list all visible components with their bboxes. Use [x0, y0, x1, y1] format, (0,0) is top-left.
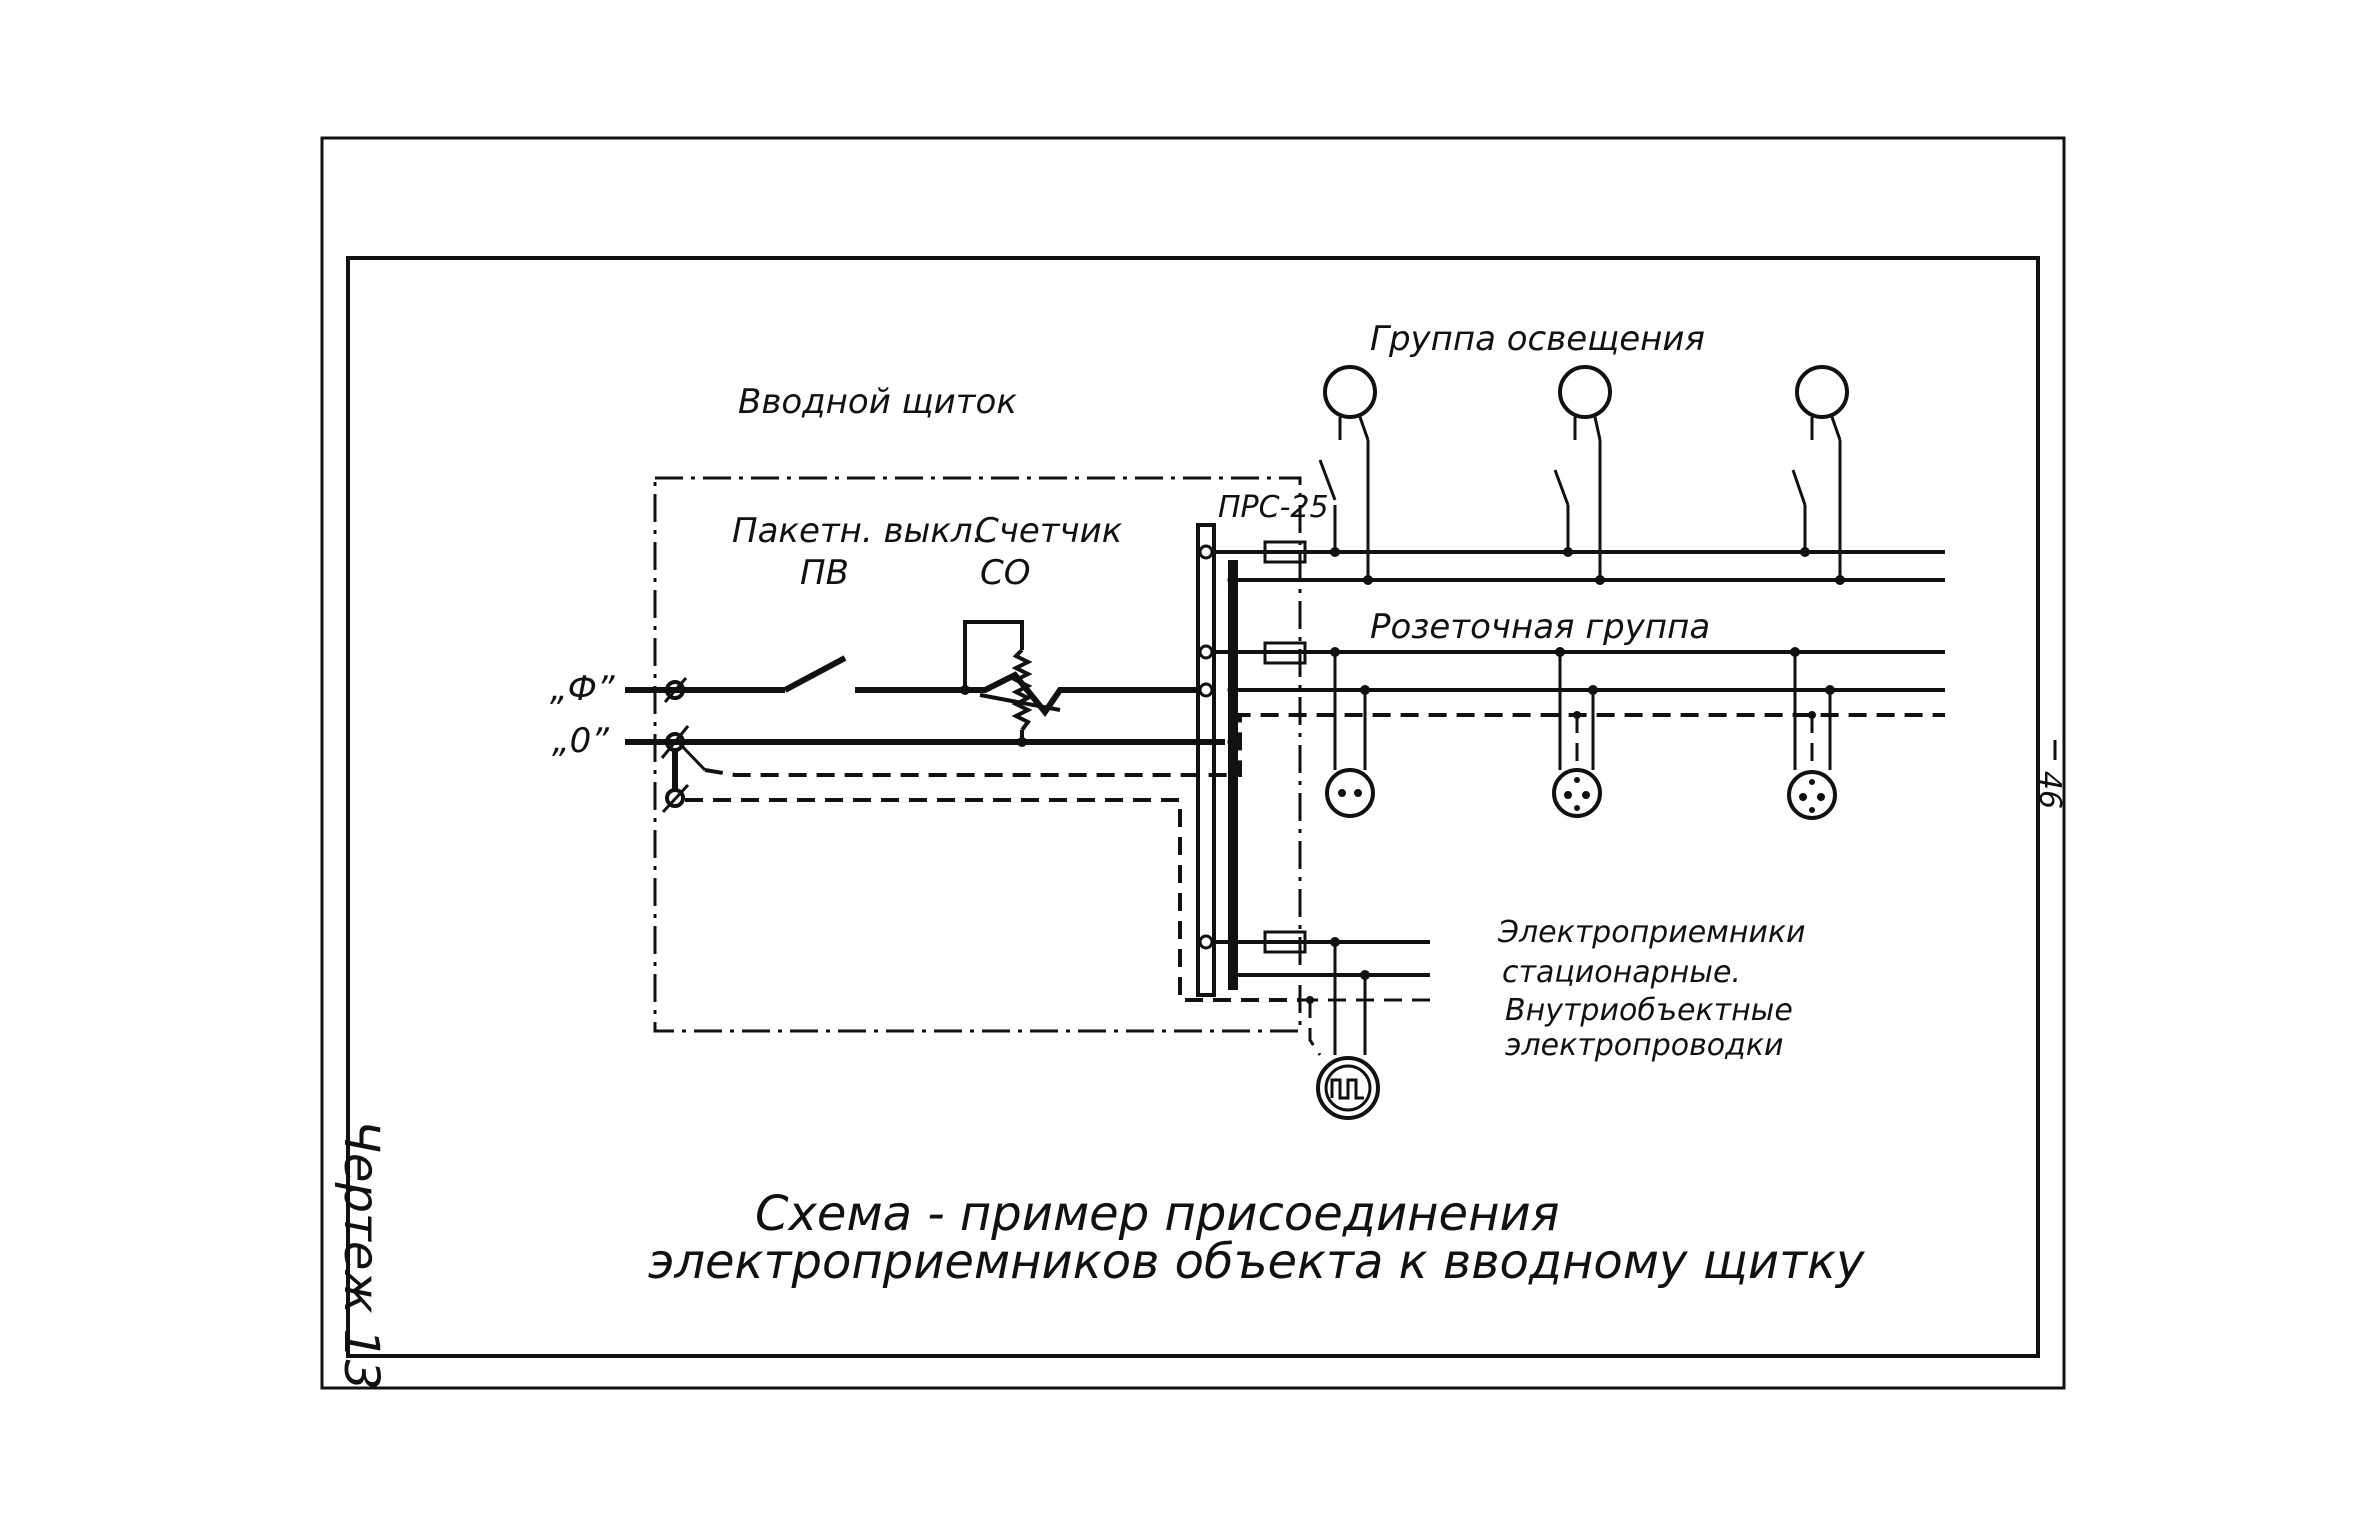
socket-2-pin-c: [1574, 777, 1580, 783]
terminal-strip: [1196, 523, 1216, 997]
motor-node-phase: [1330, 937, 1340, 947]
lamp-1-bulb: [1323, 365, 1377, 419]
socket-2-node-pe: [1573, 711, 1581, 719]
meter-type: СО: [980, 553, 1031, 593]
motor-body: [1316, 1056, 1380, 1120]
socket-3-pin-a: [1799, 793, 1807, 801]
switch-blade: [783, 655, 847, 693]
lamp-2-node-phase: [1563, 547, 1573, 557]
phase-wire-to-bus: [965, 671, 1200, 718]
socket-1-pin-b: [1354, 789, 1362, 797]
panel-title: Вводной щиток: [738, 382, 1017, 422]
pe-dashed-lower: [685, 798, 1300, 1002]
lamp-1-node-phase: [1330, 547, 1340, 557]
lamp-2-wire-b: [1593, 416, 1602, 441]
lamp-3-node-zero: [1835, 575, 1845, 585]
stationary-line-2: стационарные.: [1502, 955, 1741, 990]
meter-label: Счетчик: [975, 511, 1123, 551]
socket-1-node-phase: [1330, 647, 1340, 657]
switch-label: Пакетн. выкл.: [732, 511, 983, 551]
bus-bar: [1228, 560, 1238, 990]
lamp-2-node-zero: [1595, 575, 1605, 585]
lamp-3-wire-b: [1830, 416, 1842, 441]
motor-pe-dashed: [1308, 1000, 1322, 1056]
socket-2-node-phase: [1555, 647, 1565, 657]
lamp-2-switch: [1553, 469, 1570, 506]
lamp-1-node-zero: [1363, 575, 1373, 585]
strip-terminal-4: [1198, 934, 1214, 950]
socket-2-pin-b: [1582, 791, 1590, 799]
socket-3: [1787, 647, 1837, 820]
lamp-3-node-phase: [1800, 547, 1810, 557]
lighting-group-label: Группа освещения: [1370, 319, 1705, 359]
socket-3-pin-b: [1817, 793, 1825, 801]
socket-3-node-zero: [1825, 685, 1835, 695]
socket-2-node-zero: [1588, 685, 1598, 695]
socket-2: [1552, 647, 1602, 818]
meter-current-coil: [1011, 648, 1033, 732]
socket-3-pin-d: [1809, 807, 1815, 813]
bus-node-2: [1227, 684, 1239, 696]
zero-terminal-slash: [660, 725, 690, 759]
motor-node-zero: [1360, 970, 1370, 980]
socket-1: [1325, 647, 1375, 818]
caption-line-1: Схема - пример присоединения: [755, 1186, 1560, 1242]
socket-3-body: [1787, 770, 1837, 820]
zero-label: „0”: [552, 721, 609, 761]
strip-terminal-3: [1198, 682, 1214, 698]
pe-dashed-upper: [704, 713, 1945, 777]
motor-inner: [1324, 1064, 1372, 1112]
lamp-2-bulb: [1558, 365, 1612, 419]
terminal-label: ПРС-25: [1218, 490, 1329, 525]
ground-terminal: [665, 788, 685, 808]
motor-node-pe: [1306, 996, 1314, 1004]
phase-terminal-slash: [663, 677, 688, 703]
lamp-3-switch: [1791, 469, 1807, 506]
socket-2-pin-d: [1574, 805, 1580, 811]
lamp-3-bulb: [1795, 365, 1849, 419]
socket-1-node-zero: [1360, 685, 1370, 695]
bus-node-1: [1227, 574, 1239, 586]
outer-frame: [320, 136, 2066, 1390]
strip-terminal-1: [1198, 544, 1214, 560]
socket-1-body: [1325, 768, 1375, 818]
lamp-1: [1318, 365, 1377, 585]
inner-frame: [346, 256, 2040, 1358]
caption-line-2: электроприемников объекта к вводному щит…: [648, 1234, 1865, 1290]
switch-type: ПВ: [800, 553, 849, 593]
socket-3-node-phase: [1790, 647, 1800, 657]
lamp-3: [1791, 365, 1849, 585]
motor-heater-icon: [1330, 1078, 1364, 1100]
lamp-1-wire-b: [1358, 416, 1370, 441]
meter-voltage-loop: [963, 620, 1024, 690]
socket-3-node-pe: [1808, 711, 1816, 719]
page-number: 46: [2032, 771, 2067, 809]
bus-node-3: [1227, 736, 1239, 748]
phase-label: „Ф”: [550, 669, 615, 709]
socket-3-pin-c: [1809, 779, 1815, 785]
strip-terminal-2: [1198, 644, 1214, 660]
lamp-1-switch: [1318, 459, 1337, 501]
panel-enclosure: [653, 476, 1302, 1033]
stationary-line-3: Внутриобъектные: [1505, 993, 1793, 1028]
socket-1-pin-a: [1338, 789, 1346, 797]
stationary-line-1: Электроприемники: [1497, 915, 1806, 950]
socket-2-body: [1552, 768, 1602, 818]
socket-group-label: Розеточная группа: [1370, 607, 1710, 647]
socket-2-pin-a: [1564, 791, 1572, 799]
lamp-2: [1553, 365, 1612, 585]
zero-branch-slash: [676, 740, 707, 772]
drawing-label: Чертеж 13: [333, 1120, 389, 1390]
stationary-line-4: электропроводки: [1505, 1028, 1784, 1063]
ground-terminal-slash: [661, 783, 690, 814]
